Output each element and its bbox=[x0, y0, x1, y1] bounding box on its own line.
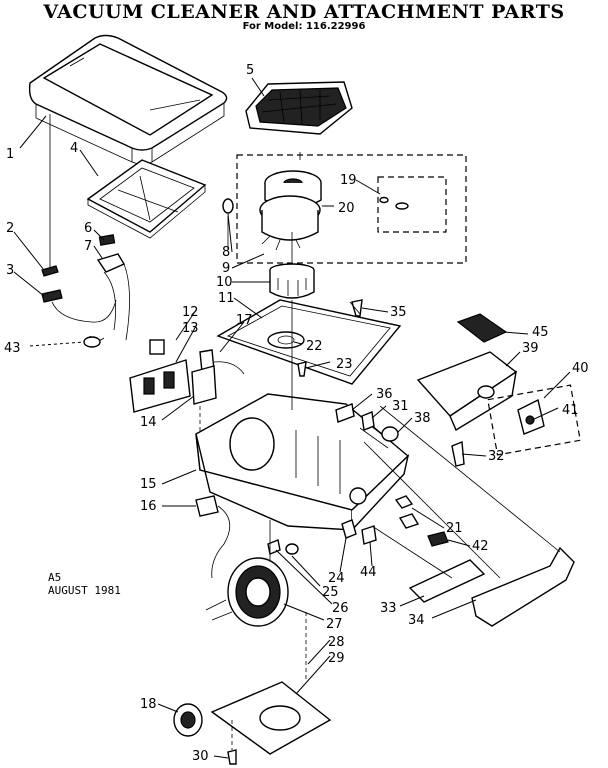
part-33-bumper bbox=[408, 559, 486, 603]
callout-3: 3 bbox=[6, 263, 14, 278]
callout-38: 38 bbox=[414, 411, 431, 426]
bag-holder-box bbox=[487, 384, 581, 456]
part-hood bbox=[28, 34, 228, 165]
part-41 bbox=[525, 415, 535, 425]
callout-7: 7 bbox=[84, 239, 92, 254]
motor-assembly-box bbox=[236, 154, 467, 264]
part-21b bbox=[398, 513, 420, 529]
part-13-switch-plate bbox=[129, 359, 191, 413]
callout-13: 13 bbox=[182, 321, 199, 336]
callout-12: 12 bbox=[182, 305, 199, 320]
part-8 bbox=[222, 198, 234, 214]
revision-code: A5 bbox=[48, 571, 62, 584]
model-subtitle: For Model: 116.22996 bbox=[242, 21, 366, 32]
wheel-hub bbox=[180, 711, 196, 729]
callout-16: 16 bbox=[140, 499, 157, 514]
callout-19: 19 bbox=[340, 173, 357, 188]
part-38 bbox=[381, 426, 399, 442]
callout-5: 5 bbox=[246, 63, 254, 78]
part-23-screw bbox=[297, 361, 307, 377]
callout-20: 20 bbox=[338, 201, 355, 216]
callout-43: 43 bbox=[4, 341, 21, 356]
callout-22: 22 bbox=[306, 339, 323, 354]
callout-31: 31 bbox=[392, 399, 409, 414]
part-cord-reel bbox=[205, 557, 289, 627]
part-grille bbox=[86, 159, 207, 239]
callout-27: 27 bbox=[326, 617, 343, 632]
part-7 bbox=[96, 253, 126, 273]
switch-slot bbox=[143, 377, 155, 395]
callout-36: 36 bbox=[376, 387, 393, 402]
callout-2: 2 bbox=[6, 221, 14, 236]
callout-29: 29 bbox=[328, 651, 345, 666]
brush-kit-box bbox=[377, 176, 447, 233]
part-34-handle bbox=[471, 546, 575, 627]
part-43 bbox=[83, 336, 101, 348]
power-cord bbox=[211, 505, 231, 579]
part-16-plug bbox=[195, 495, 219, 517]
part-fan-filter bbox=[269, 263, 315, 299]
callout-21: 21 bbox=[446, 521, 463, 536]
callout-10: 10 bbox=[216, 275, 233, 290]
callout-15: 15 bbox=[140, 477, 157, 492]
callout-45: 45 bbox=[532, 325, 549, 340]
callout-11: 11 bbox=[218, 291, 235, 306]
callout-26: 26 bbox=[332, 601, 349, 616]
part-29-base-plate bbox=[210, 681, 332, 755]
part-brushes bbox=[379, 196, 409, 210]
callout-labels: 1 2 3 4 5 6 7 8 9 10 11 12 13 14 15 16 1… bbox=[4, 63, 589, 764]
callout-40: 40 bbox=[572, 361, 589, 376]
callout-39: 39 bbox=[522, 341, 539, 356]
part-3 bbox=[41, 289, 63, 303]
wiring-harness bbox=[51, 263, 130, 341]
callout-18: 18 bbox=[140, 697, 157, 712]
part-motor bbox=[259, 170, 322, 251]
callout-8: 8 bbox=[222, 245, 230, 260]
part-30-screw bbox=[227, 749, 237, 765]
callout-32: 32 bbox=[488, 449, 505, 464]
part-14 bbox=[191, 365, 217, 405]
part-36 bbox=[335, 403, 355, 423]
part-42 bbox=[427, 531, 449, 547]
part-31 bbox=[361, 411, 375, 431]
part-6 bbox=[98, 234, 116, 246]
part-26 bbox=[285, 543, 299, 555]
callout-4: 4 bbox=[70, 141, 78, 156]
callout-25: 25 bbox=[322, 585, 339, 600]
callout-17: 17 bbox=[236, 313, 253, 328]
callout-14: 14 bbox=[140, 415, 157, 430]
switch-slot-2 bbox=[163, 371, 175, 389]
callout-24: 24 bbox=[328, 571, 345, 586]
callout-leaders bbox=[13, 77, 571, 759]
part-32 bbox=[451, 441, 465, 467]
callout-1: 1 bbox=[6, 147, 14, 162]
callout-44: 44 bbox=[360, 565, 377, 580]
part-main-body bbox=[195, 393, 410, 531]
callout-6: 6 bbox=[84, 221, 92, 236]
callout-41: 41 bbox=[562, 403, 579, 418]
callout-30: 30 bbox=[192, 749, 209, 764]
part-45-filter-pad bbox=[456, 313, 508, 343]
callout-33: 33 bbox=[380, 601, 397, 616]
callout-35: 35 bbox=[390, 305, 407, 320]
callout-28: 28 bbox=[328, 635, 345, 650]
part-2 bbox=[41, 265, 59, 277]
diagram-title: VACUUM CLEANER AND ATTACHMENT PARTS bbox=[43, 1, 565, 23]
part-12 bbox=[149, 339, 165, 355]
callout-42: 42 bbox=[472, 539, 489, 554]
callout-9: 9 bbox=[222, 261, 230, 276]
cord-17 bbox=[213, 361, 245, 375]
part-21 bbox=[394, 495, 414, 509]
revision-date: AUGUST 1981 bbox=[48, 584, 121, 597]
part-24 bbox=[341, 519, 357, 539]
part-35-screw bbox=[351, 299, 363, 317]
callout-23: 23 bbox=[336, 357, 353, 372]
part-filter-housing bbox=[245, 81, 353, 135]
callout-34: 34 bbox=[408, 613, 425, 628]
part-39-bag bbox=[416, 351, 518, 432]
part-44 bbox=[361, 525, 377, 545]
